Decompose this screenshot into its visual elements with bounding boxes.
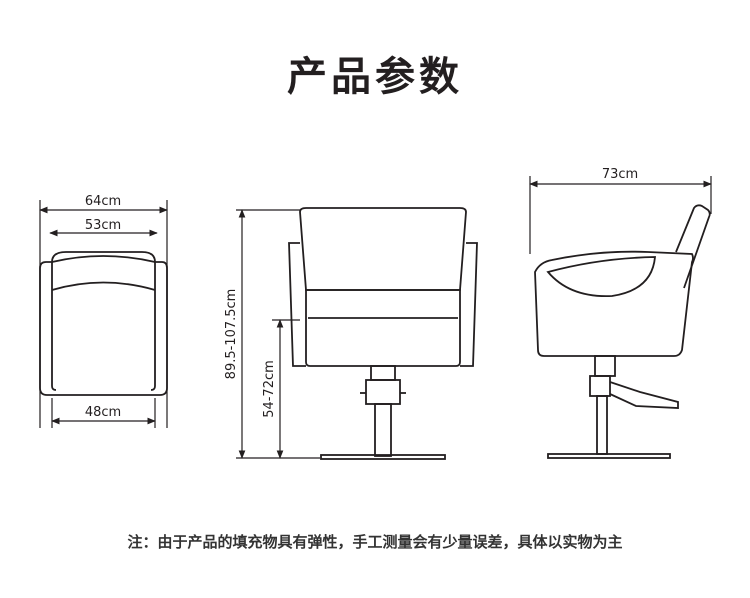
page-title: 产品参数 (287, 54, 463, 100)
side-pump-body (589, 375, 611, 397)
front-pump-body (365, 379, 401, 405)
top-view-outline (39, 251, 168, 396)
top-view: 64cm 53cm 48cm (39, 194, 168, 428)
front-left-armrest (288, 242, 306, 367)
front-pump-top (370, 365, 396, 381)
top-view-backrest-line (51, 281, 156, 291)
front-backrest (299, 207, 467, 291)
depth-label: 73cm (602, 167, 638, 182)
side-base-plate (547, 453, 671, 459)
side-backrest (675, 204, 711, 289)
top-view-armrests (51, 262, 156, 391)
side-pump-top (594, 355, 616, 377)
side-view: 73cm (529, 167, 712, 459)
side-body (534, 250, 694, 357)
side-foot-pedal (609, 381, 679, 409)
front-column (374, 403, 392, 457)
front-right-armrest (460, 242, 478, 367)
top-inner-width-label: 53cm (85, 218, 121, 233)
top-view-back-top (51, 255, 156, 263)
disclaimer-note: 注：由于产品的填充物具有弹性，手工测量会有少量误差，具体以实物为主 (127, 533, 623, 551)
top-outer-width-label: 64cm (85, 194, 121, 209)
side-cushion (546, 256, 656, 297)
total-height-label: 89.5-107.5cm (224, 289, 239, 380)
front-base-plate (320, 454, 446, 460)
seat-width-label: 48cm (85, 405, 121, 420)
seat-height-label: 54-72cm (262, 360, 277, 418)
side-column (596, 395, 608, 455)
front-view: 89.5-107.5cm 54-72cm (224, 207, 478, 460)
front-seat (305, 289, 461, 367)
